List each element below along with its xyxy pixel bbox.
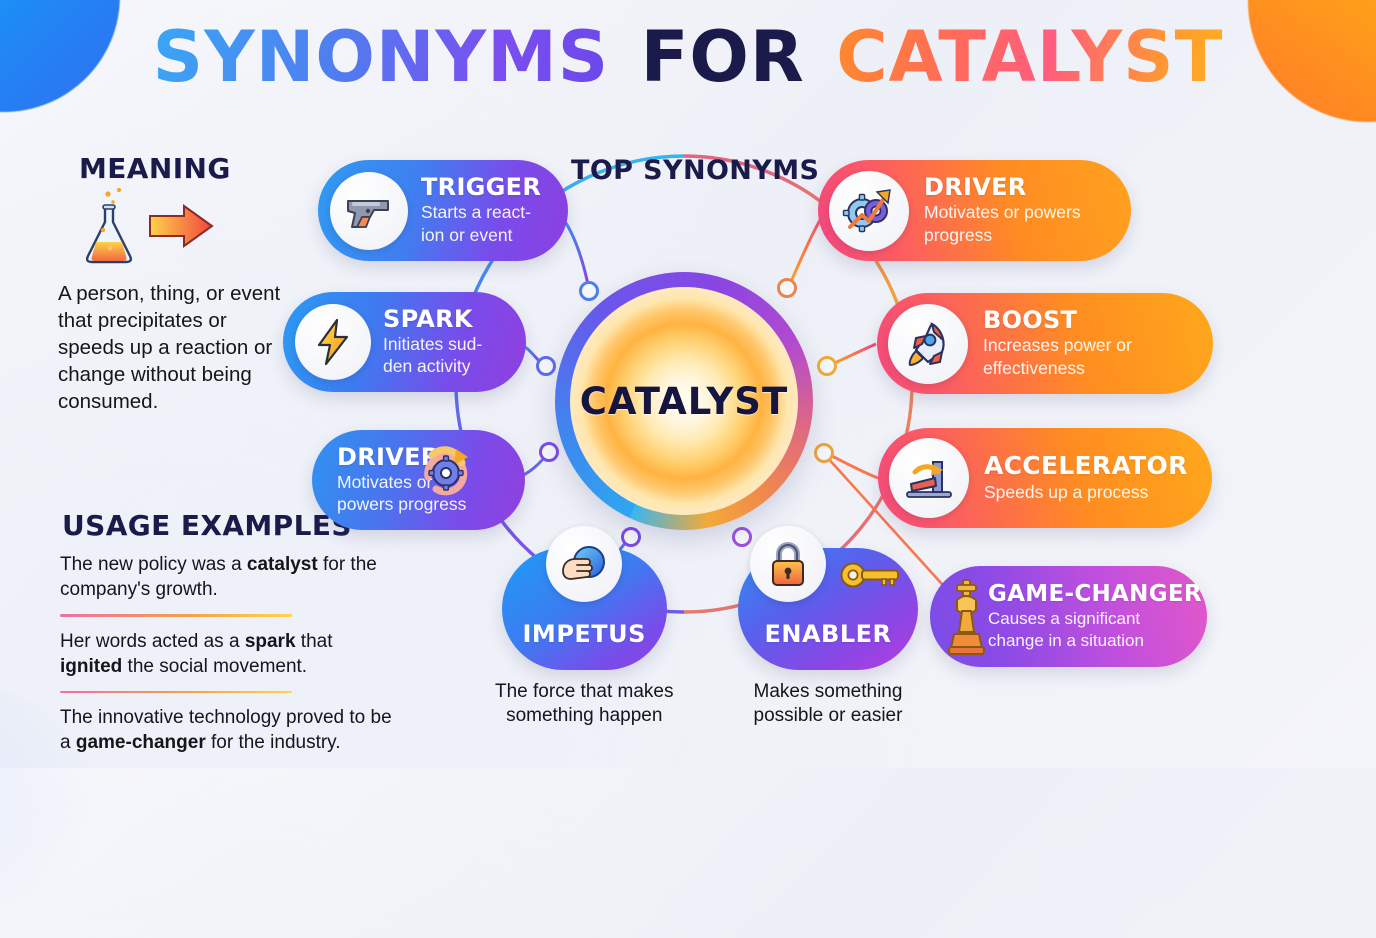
enabler-bubble-body: ENABLER [738,526,918,670]
synonym-pill-driver-left[interactable]: DRIVER Motivates or powers progress [312,430,525,530]
rocket-icon [888,303,968,384]
boost-desc-line1: Increases power or [983,335,1132,356]
enabler-label: ENABLER [764,620,892,648]
synonym-pill-game-changer[interactable]: GAME-CHANGER Causes a significant change… [930,566,1207,667]
synonym-pill-trigger[interactable]: TRIGGER Starts a react- ion or event [318,160,568,261]
impetus-label: IMPETUS [522,620,646,648]
game-changer-label: GAME-CHANGER [988,580,1202,607]
game-changer-desc-line2: change in a situation [988,631,1144,651]
usage-1-keyword: catalyst [246,554,318,575]
gear-chart-arrow-icon [829,170,909,251]
trigger-text: TRIGGER Starts a react- ion or event [421,175,541,245]
key-icon [840,560,902,595]
synonym-pill-accelerator[interactable]: ACCELERATOR Speeds up a process [878,428,1212,528]
central-hub-catalyst[interactable]: CATALYST [555,272,813,530]
synonym-pill-driver-right[interactable]: DRIVER Motivates or powers progress [818,160,1131,261]
usage-1-post: for the company's growth. [60,554,377,600]
usage-examples-list: The new policy was a catalyst for the co… [60,552,395,755]
enabler-caption: Makes something possible or easier [754,680,903,728]
synonym-bubble-impetus[interactable]: IMPETUS The force that makes something h… [495,526,673,728]
arrow-right-icon [149,204,214,248]
page-title: SYNONYMS FOR CATALYST [0,22,1376,92]
driver-left-label: DRIVER [337,442,440,471]
impetus-caption-line1: The force that makes [495,681,674,702]
chess-king-icon [944,578,990,661]
driver-left-text: DRIVER Motivates or powers progress [337,442,467,515]
synonym-pill-spark[interactable]: SPARK Initiates sud- den activity [283,292,526,392]
usage-3-pre: The innovative technology proved to be a [60,707,392,753]
usage-3-keyword: game-changer [75,732,206,753]
trigger-desc-line2: ion or event [421,224,513,245]
title-part-for: FOR [640,16,805,98]
usage-2-keyword: spark [244,630,296,652]
driver-left-desc-line1: Motivates or [337,471,433,492]
boost-label: BOOST [983,306,1078,335]
trigger-label: TRIGGER [421,173,542,202]
accelerator-label: ACCELERATOR [984,451,1188,481]
boost-text: BOOST Increases power or effectiveness [983,308,1132,378]
gear-arrow-icon [418,443,476,504]
usage-3-post: for the industry. [205,732,341,753]
usage-divider-2 [60,690,292,693]
driver-right-desc-line1: Motivates or powers [924,202,1081,223]
synonym-bubble-enabler[interactable]: ENABLER Makes something possible or easi… [738,526,918,728]
accelerator-text: ACCELERATOR Speeds up a process [984,453,1188,503]
spark-text: SPARK Initiates sud- den activity [383,304,483,377]
impetus-caption-line2: something happen [506,705,663,726]
usage-example-2: Her words acted as a spark that ignited … [60,629,395,679]
usage-examples-heading: USAGE EXAMPLES [62,509,352,542]
trigger-desc-line1: Starts a react- [421,202,531,223]
usage-divider-1 [60,614,292,617]
lightning-bolt-icon [295,304,371,380]
enabler-caption-line2: possible or easier [753,705,903,726]
spark-label: SPARK [383,304,473,333]
game-changer-desc-line1: Causes a significant [988,609,1141,629]
usage-2-post-2: the social movement. [122,655,308,677]
accelerator-desc-line1: Speeds up a process [984,482,1149,503]
synonym-pill-boost[interactable]: BOOST Increases power or effectiveness [877,293,1213,394]
meaning-heading: MEANING [79,152,231,185]
usage-2-keyword-2: ignited [60,655,123,677]
pistol-icon [330,171,408,250]
usage-example-1: The new policy was a catalyst for the co… [60,552,395,602]
boost-desc-line2: effectiveness [983,357,1085,378]
hub-label: CATALYST [579,379,789,423]
game-changer-text: GAME-CHANGER Causes a significant change… [988,580,1202,651]
hub-inner-glow: CATALYST [570,287,798,515]
driver-right-text: DRIVER Motivates or powers progress [924,175,1081,245]
flask-icon [85,187,133,264]
driver-right-label: DRIVER [924,173,1027,202]
usage-1-pre: The new policy was a [60,554,247,575]
usage-2-pre: Her words acted as a [60,630,245,652]
top-synonyms-heading: TOP SYNONYMS [571,155,820,186]
hand-push-icon [546,526,623,602]
spark-desc-line2: den activity [383,356,471,377]
usage-example-3: The innovative technology proved to be a… [60,705,395,755]
title-part-synonyms: SYNONYMS [152,16,610,98]
impetus-bubble-body: IMPETUS [501,526,667,670]
driver-right-desc-line2: progress [924,224,993,245]
pedal-ramp-icon [889,438,969,518]
spark-desc-line1: Initiates sud- [383,333,483,354]
meaning-icon-group [72,186,232,264]
padlock-icon [750,526,826,602]
meaning-description: A person, thing, or event that precipita… [58,282,281,413]
enabler-caption-line1: Makes something [753,681,903,702]
impetus-caption: The force that makes something happen [495,680,673,728]
usage-2-post: that [295,630,333,652]
driver-left-desc-line2: powers progress [337,494,467,515]
title-part-catalyst: CATALYST [836,16,1224,98]
